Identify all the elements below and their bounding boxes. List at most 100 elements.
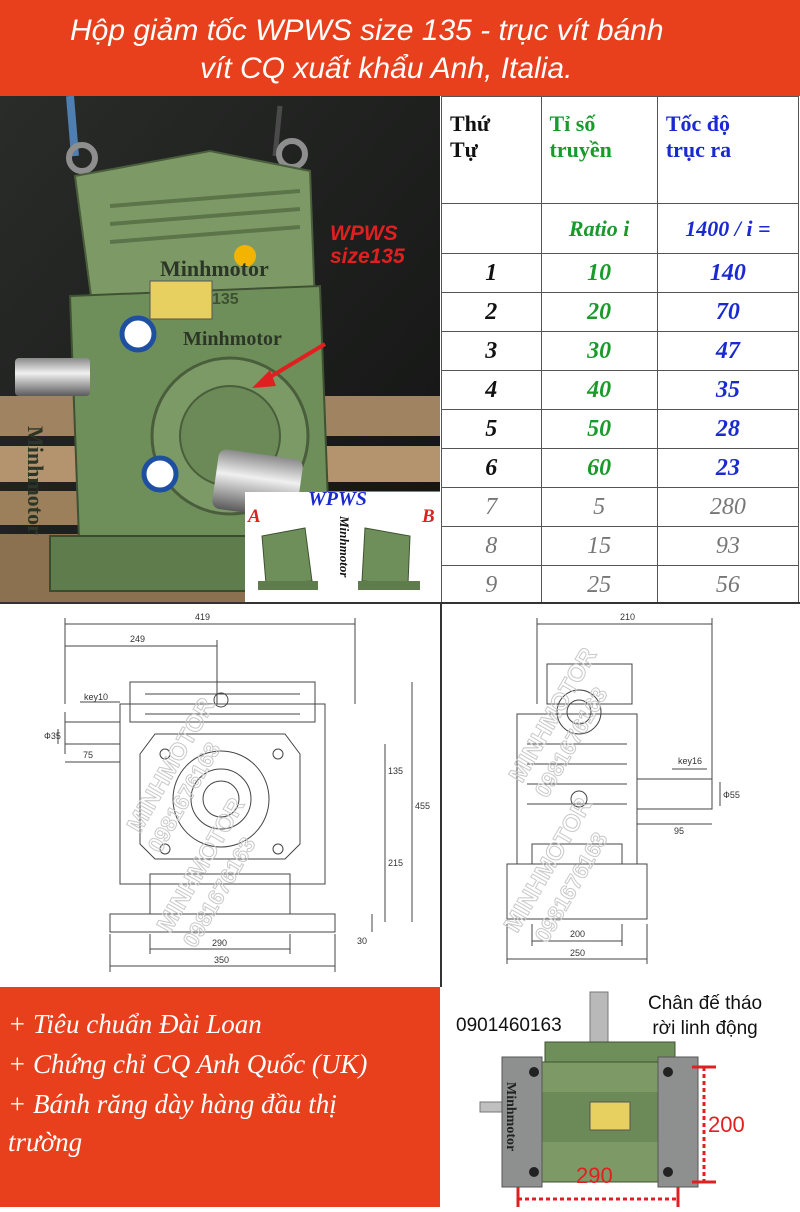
header-order-line1: Thứ: [450, 111, 491, 136]
gearbox-illustration: [0, 96, 440, 602]
title-line-2: vít CQ xuất khẩu Anh, Italia.: [200, 52, 573, 85]
row-ratio: 30: [540, 331, 658, 371]
header-ratio-line1: Tỉ số: [549, 111, 596, 136]
phone-number: 0901460163: [456, 1015, 562, 1036]
row-order: 3: [441, 331, 542, 371]
dim-height-label: 200: [708, 1112, 745, 1137]
row-speed: 140: [656, 253, 800, 293]
feature-item: + Bánh răng dày hàng đầu thị: [8, 1089, 337, 1119]
row-order: 7: [441, 487, 542, 527]
front-view-svg: 419 249 key10 Ф35 75 135 455 215 30 290 …: [44, 612, 430, 972]
dim-label: 455: [415, 801, 430, 811]
row-speed: 56: [656, 565, 800, 605]
subheader-ratio: Ratio i: [540, 203, 658, 254]
subheader-order: [441, 203, 542, 254]
row-ratio: 10: [540, 253, 658, 293]
dim-label: 249: [130, 634, 145, 644]
row-speed: 93: [656, 526, 800, 566]
row-speed: 23: [656, 448, 800, 488]
row-speed: 35: [656, 370, 800, 410]
brand-text: Minhmotor: [160, 256, 269, 281]
header-order-line2: Tự: [450, 137, 478, 162]
side-view-drawing: 210 key16 Ф55 95 200 250 MINHMOTOR 09816…: [440, 602, 800, 989]
row-ratio: 25: [540, 565, 658, 605]
dim-label: 210: [620, 612, 635, 622]
dim-label: 290: [212, 938, 227, 948]
subheader-speed: 1400 / i =: [656, 203, 800, 254]
row-order: 1: [441, 253, 542, 293]
row-ratio: 60: [540, 448, 658, 488]
row-ratio: 50: [540, 409, 658, 449]
dim-label: 350: [214, 955, 229, 965]
table-subheader-row: Ratio i 1400 / i =: [441, 203, 800, 254]
dim-label: 30: [357, 936, 367, 946]
brand-text-vertical: Minhmotor: [23, 426, 48, 535]
front-view-drawing: 419 249 key10 Ф35 75 135 455 215 30 290 …: [0, 602, 440, 989]
row-order: 5: [441, 409, 542, 449]
row-speed: 47: [656, 331, 800, 371]
title-line-1: Hộp giảm tốc WPWS size 135 - trục vít bá…: [70, 14, 664, 47]
inset-title: WPWS: [308, 488, 367, 510]
brand-text: Minhmotor: [183, 328, 282, 350]
header-ratio-line2: truyền: [549, 137, 612, 162]
row-speed: 28: [656, 409, 800, 449]
dim-label: Ф55: [723, 790, 740, 800]
row-order: 8: [441, 526, 542, 566]
row-speed: 70: [656, 292, 800, 332]
callout-line-1: WPWS: [330, 222, 398, 245]
row-order: 4: [441, 370, 542, 410]
dim-label: 419: [195, 612, 210, 622]
callout-label: WPWS size135: [330, 222, 405, 268]
header-speed-line1: Tốc độ: [665, 111, 730, 136]
dim-label: 95: [674, 826, 684, 836]
row-order: 2: [441, 292, 542, 332]
row-ratio: 15: [540, 526, 658, 566]
inset-label-a: A: [248, 506, 261, 527]
row-order: 9: [441, 565, 542, 605]
feature-item: + Chứng chỉ CQ Anh Quốc (UK): [8, 1049, 368, 1079]
base-caption: Chân đế tháo rời linh động: [648, 991, 762, 1041]
row-speed: 280: [656, 487, 800, 527]
base-brand: Minhmotor: [503, 1082, 518, 1152]
dim-label: 75: [83, 750, 93, 760]
base-photo: 0901460163 Chân đế tháo rời linh động 20…: [440, 987, 800, 1207]
caption-line-1: Chân đế tháo: [648, 993, 763, 1014]
features-panel: + Tiêu chuẩn Đài Loan + Chứng chỉ CQ Anh…: [0, 987, 440, 1207]
row-ratio: 5: [540, 487, 658, 527]
side-view-svg: 210 key16 Ф55 95 200 250 MINHMOTOR 09816…: [498, 612, 740, 964]
inset-brand: Minhmotor: [337, 516, 352, 578]
dim-label: Ф35: [44, 731, 61, 741]
casting-number: 135: [212, 291, 239, 308]
dim-label: 200: [570, 929, 585, 939]
feature-item: trường: [8, 1127, 83, 1157]
gearbox-photo: WPWS size135 135 Minhmotor Minhmotor Min…: [0, 96, 440, 602]
dim-label: 215: [388, 858, 403, 868]
dim-width-label: 290: [576, 1163, 613, 1188]
dim-label: key16: [678, 756, 702, 766]
callout-line-2: size135: [330, 245, 405, 268]
row-ratio: 40: [540, 370, 658, 410]
base-photo-svg: [479, 991, 716, 1207]
row-ratio: 20: [540, 292, 658, 332]
header-speed-line2: trục ra: [665, 137, 732, 162]
caption-line-2: rời linh động: [652, 1018, 758, 1039]
header-banner: Hộp giảm tốc WPWS size 135 - trục vít bá…: [0, 0, 800, 96]
dim-label: 250: [570, 948, 585, 958]
dim-label: 135: [388, 766, 403, 776]
dim-label: key10: [84, 692, 108, 702]
